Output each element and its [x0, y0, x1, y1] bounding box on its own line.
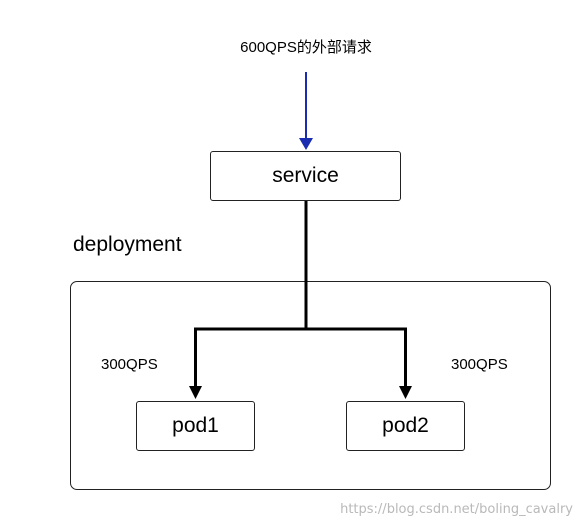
service-node: service [210, 151, 401, 201]
pod2-label: pod2 [382, 414, 429, 437]
request-arrow-head [299, 138, 313, 150]
watermark-text: https://blog.csdn.net/boling_cavalry [340, 502, 573, 517]
pod2-arrow-head [399, 386, 412, 399]
pod2-node: pod2 [346, 401, 465, 451]
service-label: service [272, 164, 339, 187]
pod1-traffic-label: 300QPS [101, 356, 158, 373]
pod2-traffic-label: 300QPS [451, 356, 508, 373]
pod1-label: pod1 [172, 414, 219, 437]
pod1-node: pod1 [136, 401, 255, 451]
external-request-label: 600QPS的外部请求 [240, 39, 372, 56]
pod1-arrow-head [189, 386, 202, 399]
deployment-container [70, 281, 551, 490]
deployment-label: deployment [73, 233, 182, 256]
